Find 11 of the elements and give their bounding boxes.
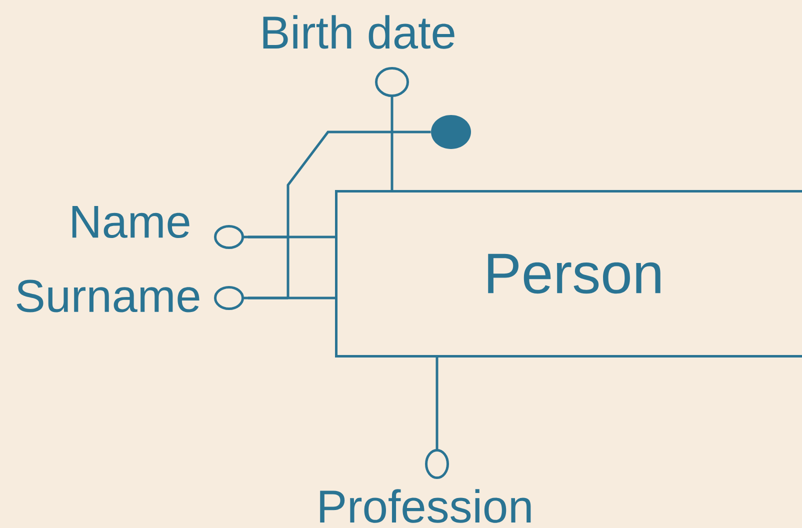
identifier-connector <box>246 130 432 300</box>
attribute-label: Profession <box>320 489 531 523</box>
attribute-connector <box>214 286 335 310</box>
attribute-label: Name <box>72 206 190 238</box>
attribute-connector <box>425 355 449 479</box>
attribute-label: Birth date <box>263 15 454 49</box>
attribute-connector <box>375 67 409 190</box>
identifier-dot <box>431 115 471 149</box>
entity-box: Person <box>335 190 802 358</box>
attribute-label: Surname <box>16 280 200 312</box>
attribute-connector <box>214 225 335 249</box>
